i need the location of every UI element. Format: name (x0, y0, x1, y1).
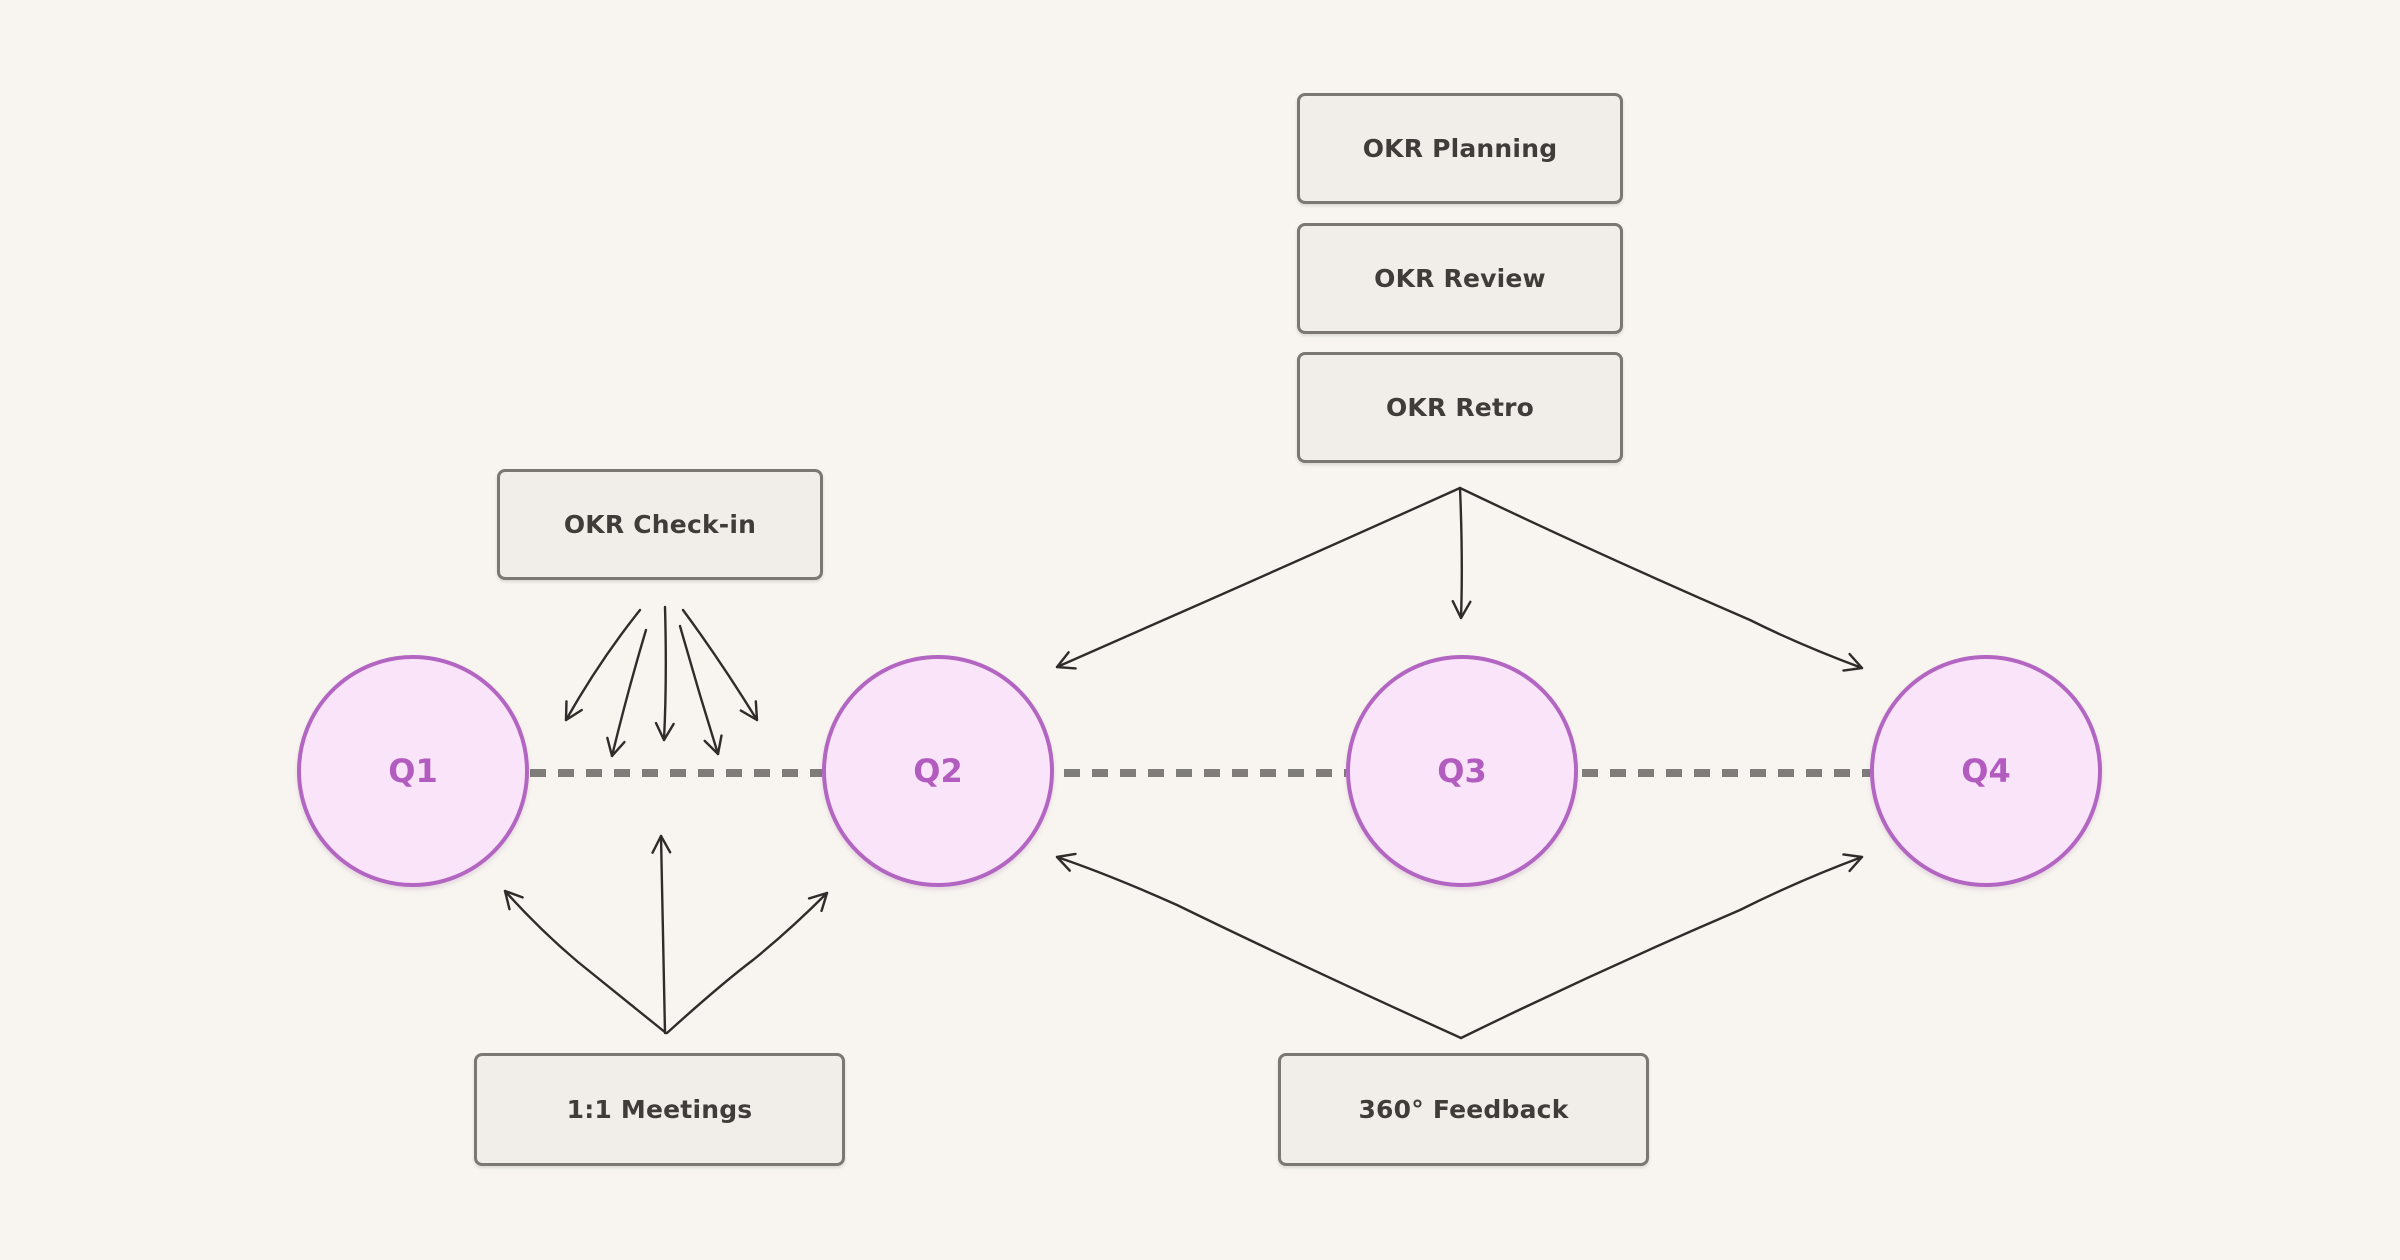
arrow-checkin-1 (564, 608, 642, 722)
box-label: OKR Planning (1362, 134, 1558, 163)
okr-planning-box[interactable]: OKR Planning (1297, 93, 1623, 204)
arrow-retro-q2 (1055, 486, 1462, 670)
arrow-meetings-q2 (665, 891, 829, 1035)
arrow-retro-q3 (1451, 486, 1472, 620)
box-label: OKR Review (1374, 264, 1546, 293)
arrow-checkin-5 (681, 608, 759, 722)
feedback-360-box[interactable]: 360° Feedback (1278, 1053, 1649, 1166)
okr-checkin-box[interactable]: OKR Check-in (497, 469, 823, 580)
arrow-feedback-q2 (1055, 852, 1463, 1040)
quarter-node-q4[interactable]: Q4 (1870, 655, 2102, 887)
quarter-label: Q2 (913, 752, 963, 790)
quarter-node-q3[interactable]: Q3 (1346, 655, 1578, 887)
quarter-label: Q4 (1961, 752, 2011, 790)
okr-review-box[interactable]: OKR Review (1297, 223, 1623, 334)
arrow-feedback-q4 (1459, 853, 1864, 1040)
box-label: 360° Feedback (1358, 1095, 1569, 1124)
quarter-label: Q1 (388, 752, 438, 790)
box-label: OKR Retro (1385, 393, 1535, 422)
quarter-node-q1[interactable]: Q1 (297, 655, 529, 887)
one-on-one-meetings-box[interactable]: 1:1 Meetings (474, 1053, 845, 1166)
box-label: OKR Check-in (563, 510, 757, 539)
arrow-checkin-3 (654, 605, 675, 742)
box-label: 1:1 Meetings (566, 1095, 753, 1124)
quarter-label: Q3 (1437, 752, 1487, 790)
okr-retro-box[interactable]: OKR Retro (1297, 352, 1623, 463)
quarter-node-q2[interactable]: Q2 (822, 655, 1054, 887)
arrow-meetings-mid (651, 834, 672, 1035)
arrow-checkin-2 (606, 628, 648, 758)
arrow-checkin-4 (678, 624, 723, 756)
arrow-retro-q4 (1458, 486, 1864, 672)
arrow-meetings-q1 (503, 889, 668, 1035)
